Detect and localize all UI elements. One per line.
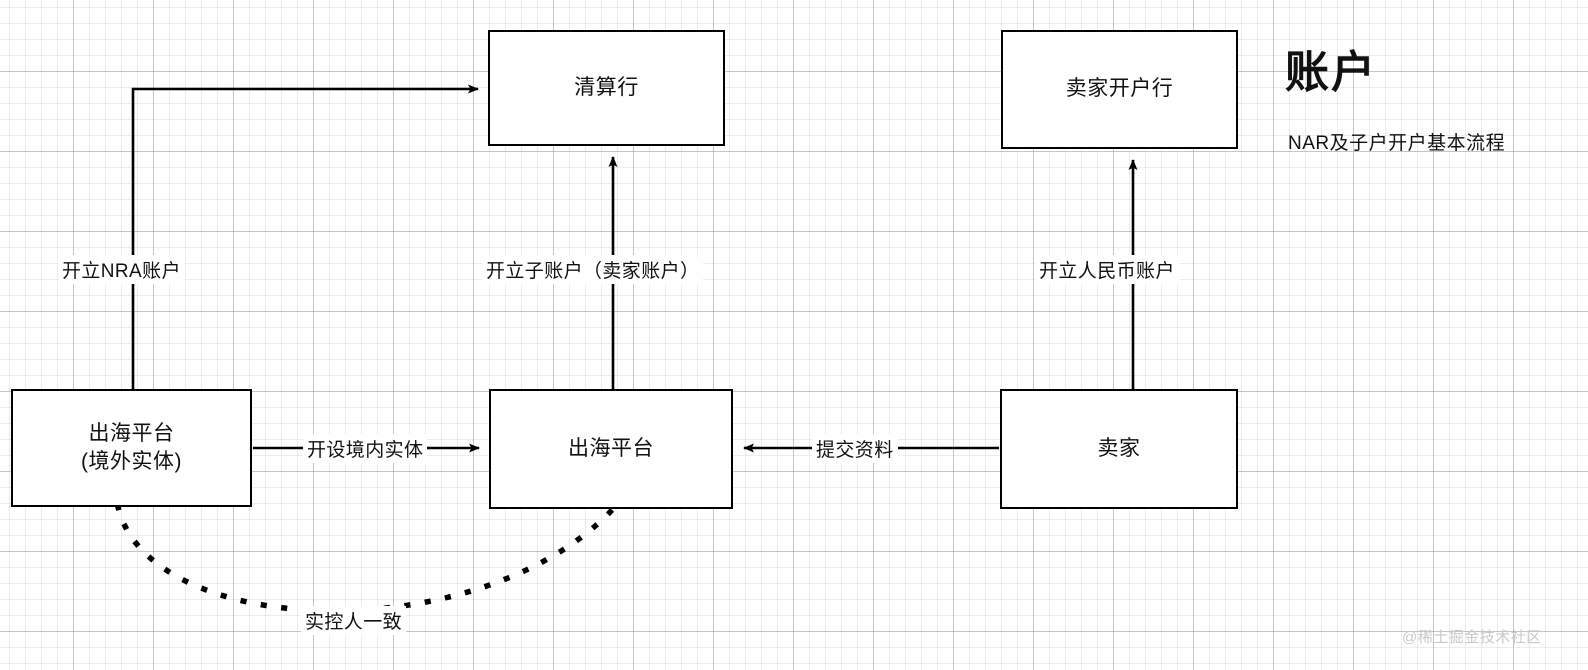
page-title: 账户: [1285, 48, 1377, 97]
node-label: 卖家: [1097, 436, 1141, 460]
edge-label-rmb: 开立人民币账户: [1035, 255, 1179, 284]
node-label: 出海平台: [568, 436, 654, 460]
node-label: 清算行: [574, 75, 639, 99]
edge-label-same-controller: 实控人一致: [301, 606, 407, 635]
node-seller[interactable]: 卖家: [1000, 389, 1238, 509]
edge-label-submit-docs: 提交资料: [812, 434, 898, 463]
edge-label-nra: 开立NRA账户: [58, 255, 185, 284]
edge-same-controller-path: [114, 503, 617, 614]
node-seller-bank[interactable]: 卖家开户行: [1001, 30, 1238, 149]
edge-label-setup-entity: 开设境内实体: [303, 434, 428, 463]
node-label: 卖家开户行: [1065, 77, 1174, 101]
node-clearing-bank[interactable]: 清算行: [488, 30, 725, 146]
node-platform-offshore[interactable]: 出海平台 (境外实体): [11, 389, 252, 507]
edge-label-sub-account: 开立子账户（卖家账户）: [482, 255, 704, 284]
edge-nra-path: [131, 84, 479, 389]
page-subtitle: NAR及子户开户基本流程: [1288, 133, 1506, 154]
node-platform[interactable]: 出海平台: [489, 389, 733, 509]
node-label: 出海平台 (境外实体): [81, 421, 182, 473]
watermark: @稀土掘金技术社区: [1402, 629, 1542, 646]
